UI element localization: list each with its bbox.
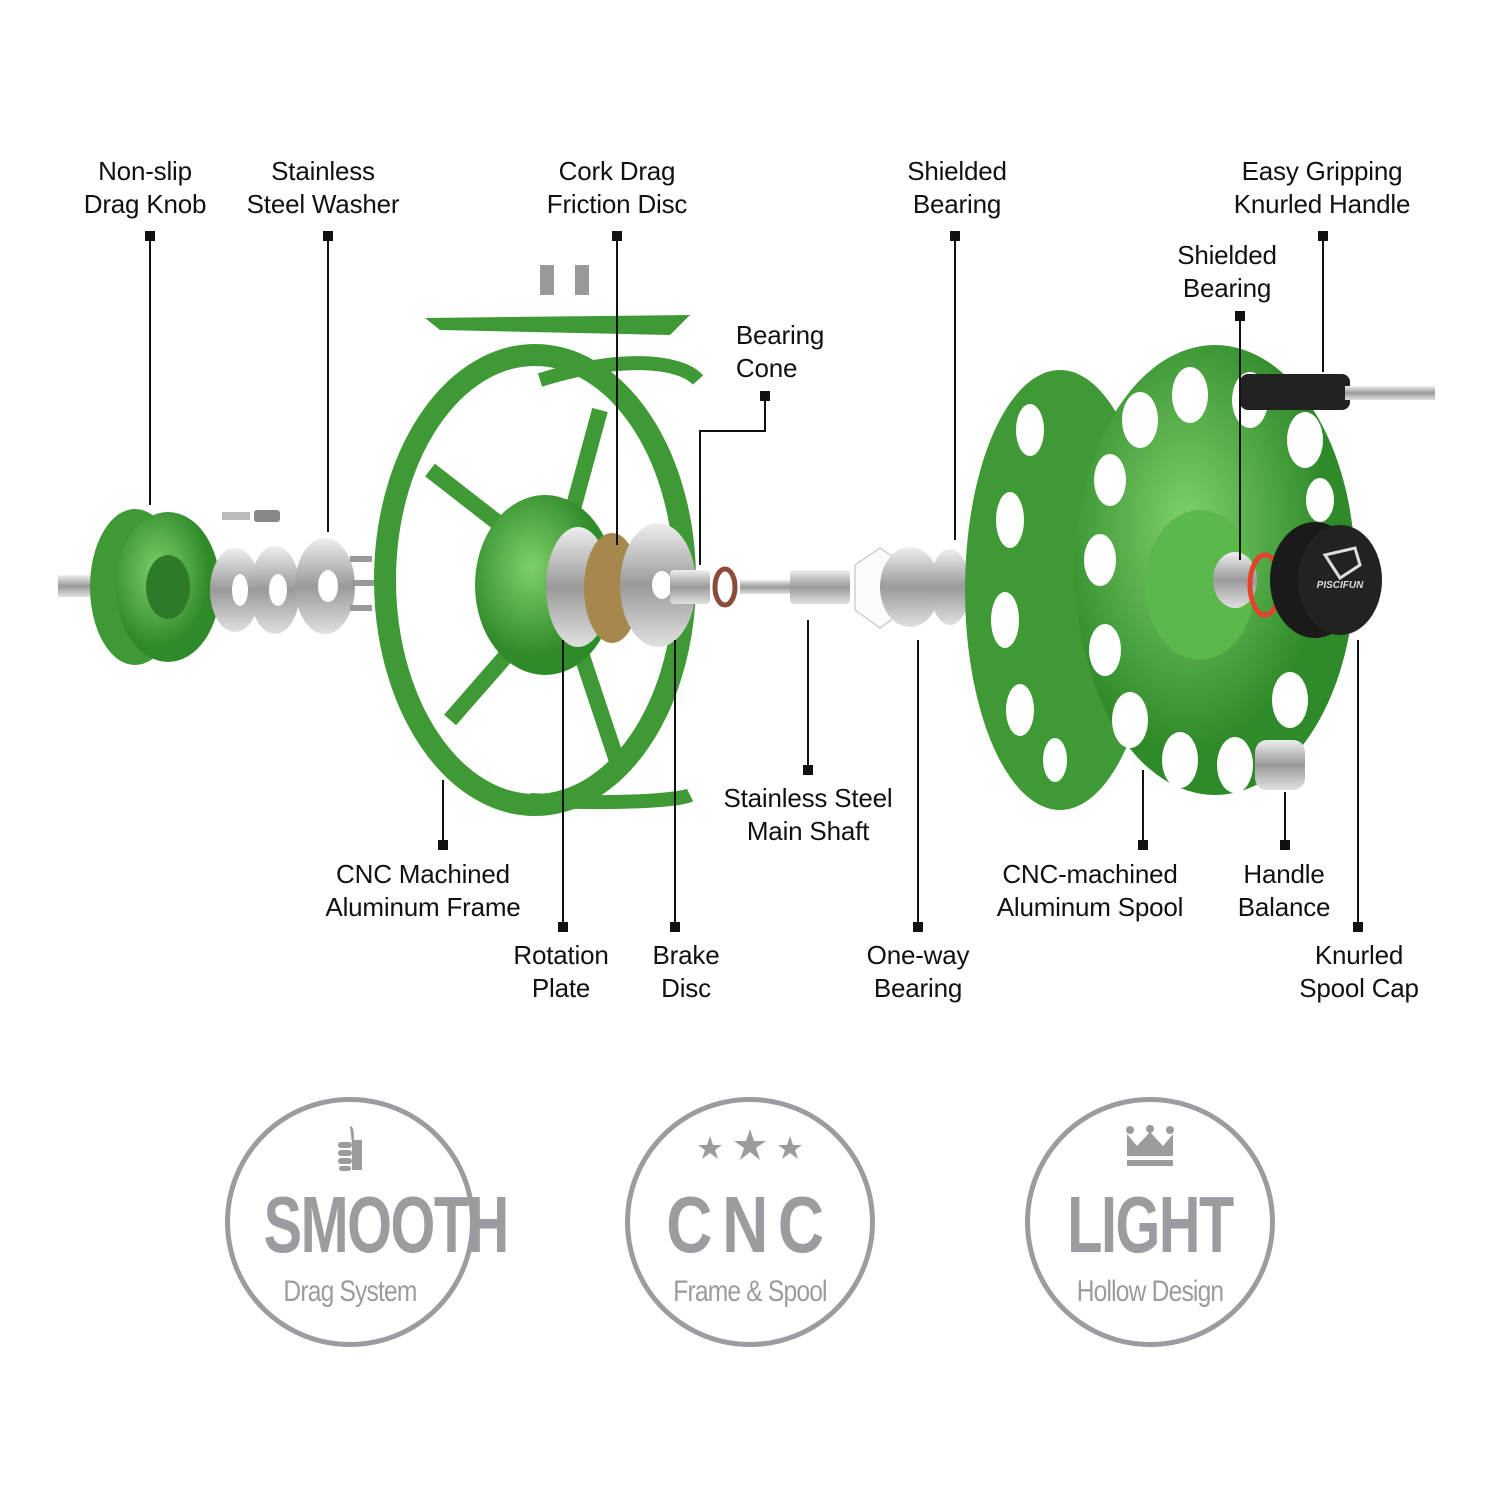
drag-knob-part — [58, 509, 220, 665]
badge-subtitle: Hollow Design — [1076, 1275, 1224, 1308]
label-line: Drag Knob — [83, 189, 207, 219]
frame-part — [374, 265, 704, 816]
badge-cnc: CNC Frame & Spool — [625, 1097, 875, 1347]
label-line: Bearing — [873, 973, 963, 1003]
three-stars-icon — [698, 1129, 802, 1160]
brand-logo: PISCIFUN — [1317, 580, 1364, 591]
label-line: Brake — [652, 940, 720, 970]
label-line: Bearing — [912, 189, 1002, 219]
label-line: Cone — [735, 353, 798, 383]
label-line: Knurled Handle — [1233, 189, 1411, 219]
label-line: Non-slip — [98, 156, 192, 186]
label-line: CNC-machined — [1002, 859, 1178, 889]
label-line: Rotation — [513, 940, 609, 970]
label-line: Steel Washer — [246, 189, 400, 219]
label-line: Stainless Steel — [723, 783, 893, 813]
badge-title: CNC — [666, 1180, 834, 1269]
spool-part — [965, 345, 1435, 810]
label-line: Knurled — [1314, 940, 1404, 970]
label-line: Disc — [661, 973, 711, 1003]
label-line: Main Shaft — [746, 816, 870, 846]
label-line: Balance — [1237, 892, 1331, 922]
label-line: Bearing — [1182, 273, 1272, 303]
label-line: Stainless — [271, 156, 375, 186]
label-line: Aluminum Frame — [325, 892, 521, 922]
label-line: Shielded — [1177, 240, 1277, 270]
spool-cap-part — [1270, 522, 1382, 638]
washers-part — [210, 510, 374, 634]
label-line: Bearing — [735, 320, 825, 350]
crown-icon — [1126, 1125, 1174, 1166]
leader-lines — [145, 231, 1363, 932]
badge-subtitle: Frame & Spool — [673, 1275, 827, 1308]
label-line: Handle — [1243, 859, 1325, 889]
badge-title: SMOOTH — [263, 1180, 510, 1269]
badge-subtitle: Drag System — [283, 1275, 417, 1308]
badge-smooth: SMOOTH Drag System — [225, 1097, 510, 1347]
label-line: Cork Drag — [558, 156, 676, 186]
label-line: One-way — [866, 940, 970, 970]
label-line: Plate — [531, 973, 591, 1003]
badge-title: LIGHT — [1067, 1180, 1234, 1269]
badge-light: LIGHT Hollow Design — [1025, 1097, 1275, 1347]
label-line: Aluminum Spool — [996, 892, 1184, 922]
label-line: CNC Machined — [336, 859, 510, 889]
label-line: Spool Cap — [1299, 973, 1419, 1003]
label-line: Shielded — [907, 156, 1007, 186]
thumbs-up-icon — [338, 1126, 362, 1171]
label-line: Friction Disc — [546, 189, 688, 219]
label-line: Easy Gripping — [1241, 156, 1403, 186]
main-shaft-part — [670, 547, 970, 629]
